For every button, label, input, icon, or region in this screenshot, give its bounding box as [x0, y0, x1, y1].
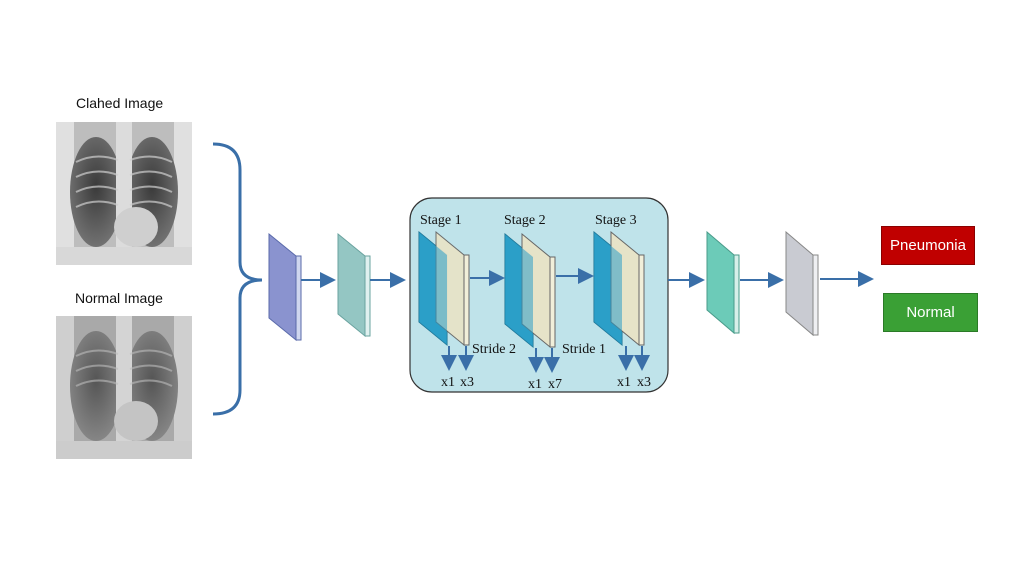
stage2-blocks — [504, 232, 556, 349]
stage3-blocks — [593, 230, 645, 347]
stage3-label: Stage 3 — [595, 213, 637, 228]
normal-output: Normal — [883, 293, 978, 332]
second-layer-block — [337, 232, 371, 338]
pooling-layer-block — [706, 230, 740, 335]
clahed-image-label: Clahed Image — [76, 95, 164, 111]
dense-layer-block — [785, 230, 819, 337]
stage2-mult-b: x7 — [548, 377, 562, 392]
stage2-label: Stage 2 — [504, 213, 546, 228]
input-bracket — [212, 142, 263, 416]
normal-xray-image — [56, 316, 192, 459]
stage3-mult-a: x1 — [617, 375, 631, 390]
stage-down-arrows — [441, 346, 650, 373]
pneumonia-output: Pneumonia — [881, 226, 975, 265]
stride2-label: Stride 2 — [472, 342, 516, 357]
clahed-xray-image — [56, 122, 192, 265]
stage1-mult-a: x1 — [441, 375, 455, 390]
stage3-mult-b: x3 — [637, 375, 651, 390]
normal-image-label: Normal Image — [75, 290, 163, 306]
stage1-mult-b: x3 — [460, 375, 474, 390]
stride1-label: Stride 1 — [562, 342, 606, 357]
stage1-label: Stage 1 — [420, 213, 462, 228]
input-layer-block — [268, 232, 302, 342]
stage2-mult-a: x1 — [528, 377, 542, 392]
stage1-blocks — [418, 230, 470, 347]
